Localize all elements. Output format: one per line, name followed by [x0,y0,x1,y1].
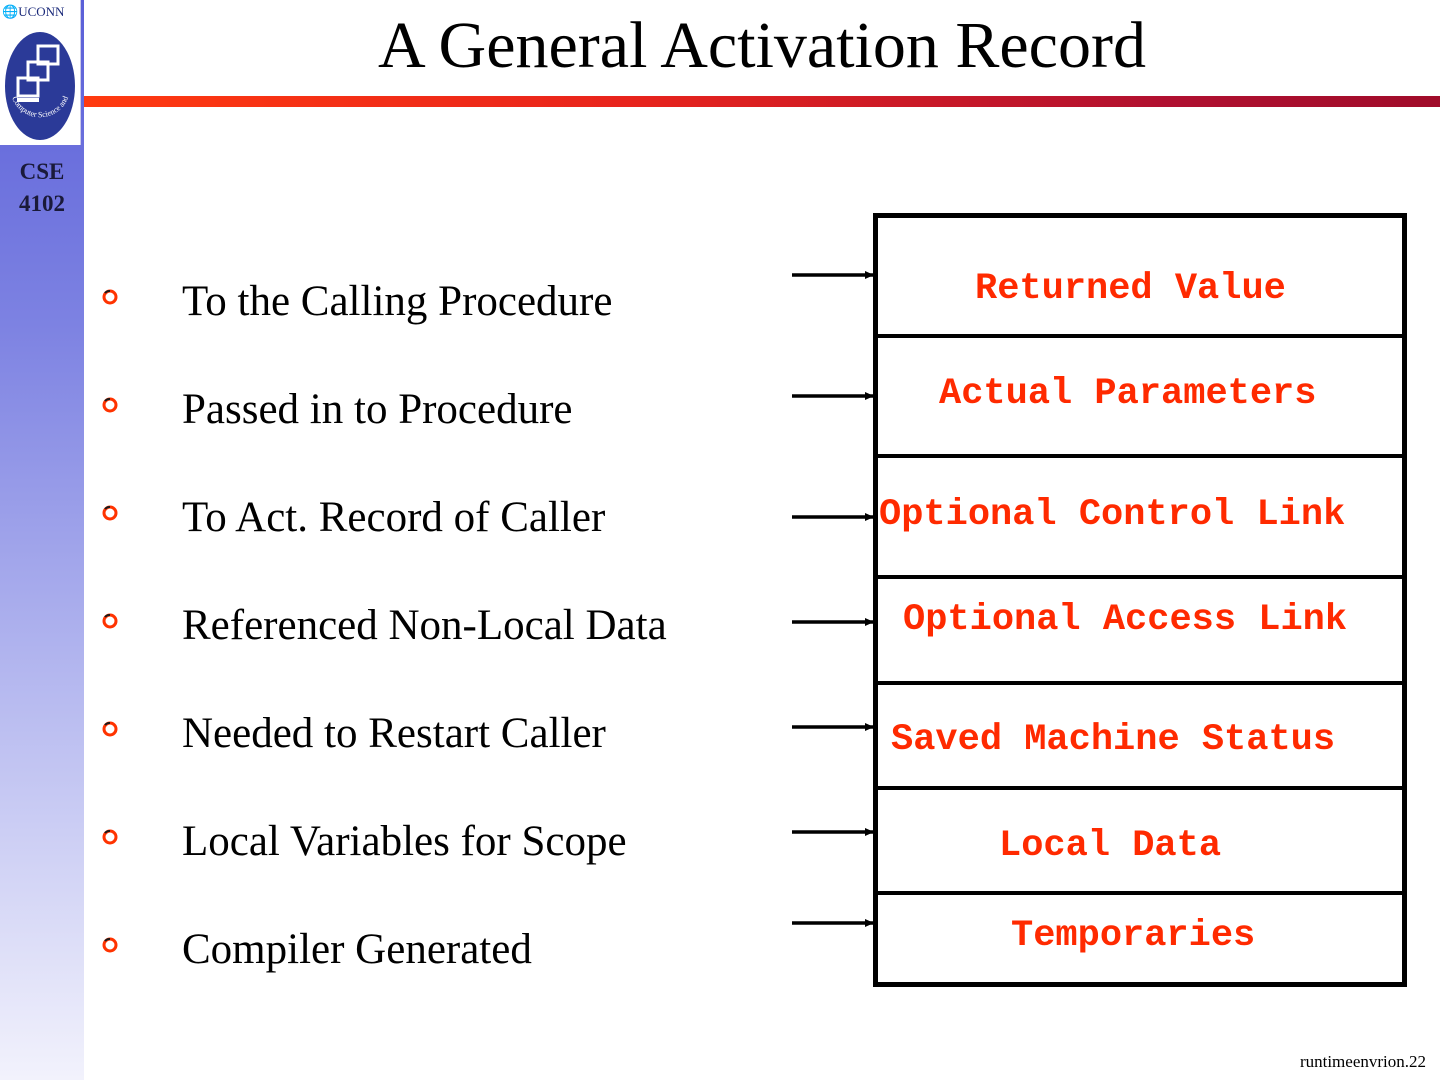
bullet-item: To the Calling Procedure [100,277,800,327]
activation-record-frame [873,213,1407,987]
field-optional-control-link: Optional Control Link [879,494,1346,536]
logo-area: 🌐UCONN Computer Science and Engineering [0,0,81,145]
bullet-circle-icon [102,937,118,953]
bullet-text: Compiler Generated [182,926,532,973]
bullet-item: Needed to Restart Caller [100,709,800,759]
course-prefix: CSE [19,159,65,184]
bullet-circle-icon [102,721,118,737]
bullet-item: Referenced Non-Local Data [100,601,800,651]
bullet-item: To Act. Record of Caller [100,493,800,543]
bullet-item: Passed in to Procedure [100,385,800,435]
uconn-logo-text: UCONN [18,4,65,19]
bullet-circle-icon [102,289,118,305]
bullet-item: Local Variables for Scope [100,817,800,867]
bullet-circle-icon [102,613,118,629]
sidebar: 🌐UCONN Computer Science and Engineering … [0,0,84,1080]
bullet-text: Local Variables for Scope [182,818,627,865]
bullet-text: Referenced Non-Local Data [182,602,667,649]
bullet-text: Needed to Restart Caller [182,710,606,757]
title-underline-bar [84,96,1440,107]
bullet-text: To Act. Record of Caller [182,494,606,541]
bullet-circle-icon [102,829,118,845]
field-temporaries: Temporaries [1011,915,1256,957]
field-saved-machine-status: Saved Machine Status [891,719,1336,761]
field-local-data: Local Data [999,825,1222,867]
field-returned-value: Returned Value [975,268,1286,310]
globe-icon: 🌐 [2,4,19,19]
course-number: 4102 [19,191,65,216]
field-optional-access-link: Optional Access Link [903,599,1348,641]
bullet-circle-icon [102,505,118,521]
bullet-circle-icon [102,397,118,413]
bullet-text: Passed in to Procedure [182,386,573,433]
uconn-logo: 🌐UCONN [2,2,78,22]
bullet-text: To the Calling Procedure [182,278,613,325]
activation-record: Returned Value Actual Parameters Optiona… [873,213,1407,987]
bullet-item: Compiler Generated [100,925,800,975]
field-actual-parameters: Actual Parameters [939,373,1317,415]
slide-title: A General Activation Record [378,9,1146,82]
slide-footer: runtimeenvrion.22 [1299,1052,1426,1071]
department-seal-icon: Computer Science and Engineering [2,28,75,140]
course-code: CSE 4102 [0,156,84,220]
